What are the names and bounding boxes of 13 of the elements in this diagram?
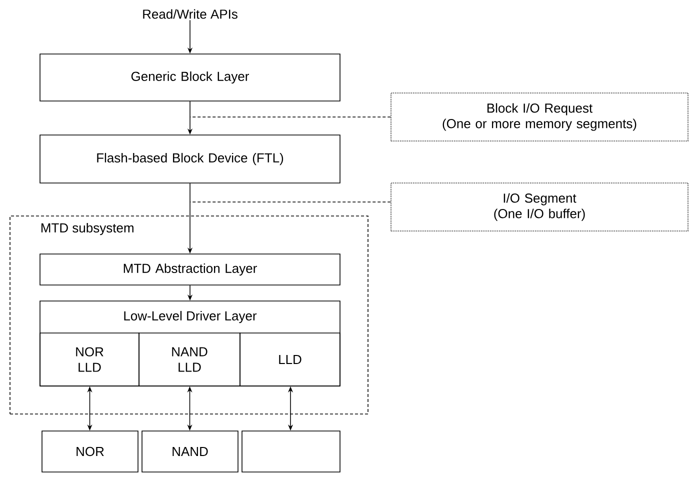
note-box: I/O Segment (One I/O buffer) — [390, 182, 688, 232]
layer-box: MTD Abstraction Layer — [40, 254, 340, 286]
layer-box: Flash-based Block Device (FTL) — [40, 134, 340, 184]
driver-cell: LLD — [240, 332, 340, 386]
api-label: Read/Write APIs — [143, 9, 238, 19]
layer-box: Generic Block Layer — [40, 54, 340, 102]
driver-cell: NOR LLD — [40, 332, 140, 386]
device-box: NAND — [142, 430, 238, 472]
device-box: NOR — [42, 430, 138, 472]
note-box: Block I/O Request (One or more memory segments) — [390, 92, 688, 142]
device-box — [242, 430, 340, 472]
driver-cell: NAND LLD — [138, 332, 240, 386]
leader-line — [190, 116, 391, 118]
